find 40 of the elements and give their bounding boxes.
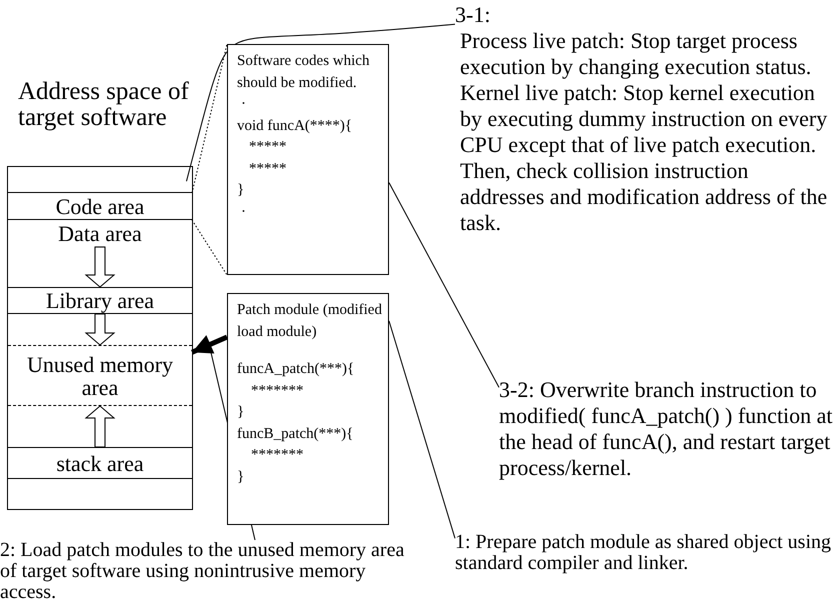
step-note: 2: Load patch modules to the unused memory area of target software using nonintrusive memory access. [0, 540, 406, 603]
code-panel [227, 293, 389, 525]
code-line: void funcA(****){ [237, 116, 352, 136]
memory-region [8, 345, 192, 406]
code-line: · [240, 202, 246, 222]
step-note: 3-2: Overwrite branch instruction to modified( funcA_patch() ) function at the head of funcA(), and restart target process/kernel. [499, 377, 834, 481]
code-line: ***** [248, 160, 286, 178]
zoom-line [192, 220, 228, 276]
region-label: stack area [56, 452, 144, 474]
memory-region [8, 447, 192, 479]
code-line: } [237, 181, 244, 200]
code-line: ***** [248, 138, 286, 157]
code-line: funcA_patch(***){ [237, 360, 354, 379]
step-note: 3-1: [455, 2, 490, 28]
step-note: Kernel live patch: Stop kernel execution by executing dummy instruction on every CPU except that of live patch execution. [459, 80, 828, 158]
direction-arrow [84, 246, 116, 288]
region-label: Data area [58, 222, 142, 245]
step-note: Then, check collision instruction addresses and modification address of the task. [459, 158, 828, 236]
code-line: } [237, 403, 244, 422]
code-panel [227, 44, 389, 275]
code-line: ******* [250, 446, 304, 465]
step-note: 1: Prepare patch module as shared object using standard compiler and linker. [455, 532, 832, 574]
leader-line [388, 320, 456, 539]
region-label: Code area [56, 194, 144, 218]
memory-region [8, 287, 192, 314]
code-line: ******* [250, 382, 304, 400]
direction-arrow [84, 405, 116, 448]
code-line: Patch module (modified load module) [237, 301, 383, 342]
leader-line [388, 182, 500, 388]
region-label: Library area [46, 289, 154, 312]
step-note: Process live patch: Stop target process execution by changing execution status. [459, 28, 812, 80]
code-line: · [240, 95, 246, 114]
arrow [191, 334, 228, 355]
memory-map-heading: Address space of target software [18, 79, 190, 131]
code-line: Software codes which should be modified. [237, 52, 370, 92]
code-line: } [237, 468, 244, 486]
direction-arrow [84, 314, 116, 346]
code-line: funcB_patch(***){ [237, 424, 354, 444]
region-label: Unused memory area [26, 352, 174, 398]
leader-line [186, 24, 456, 182]
